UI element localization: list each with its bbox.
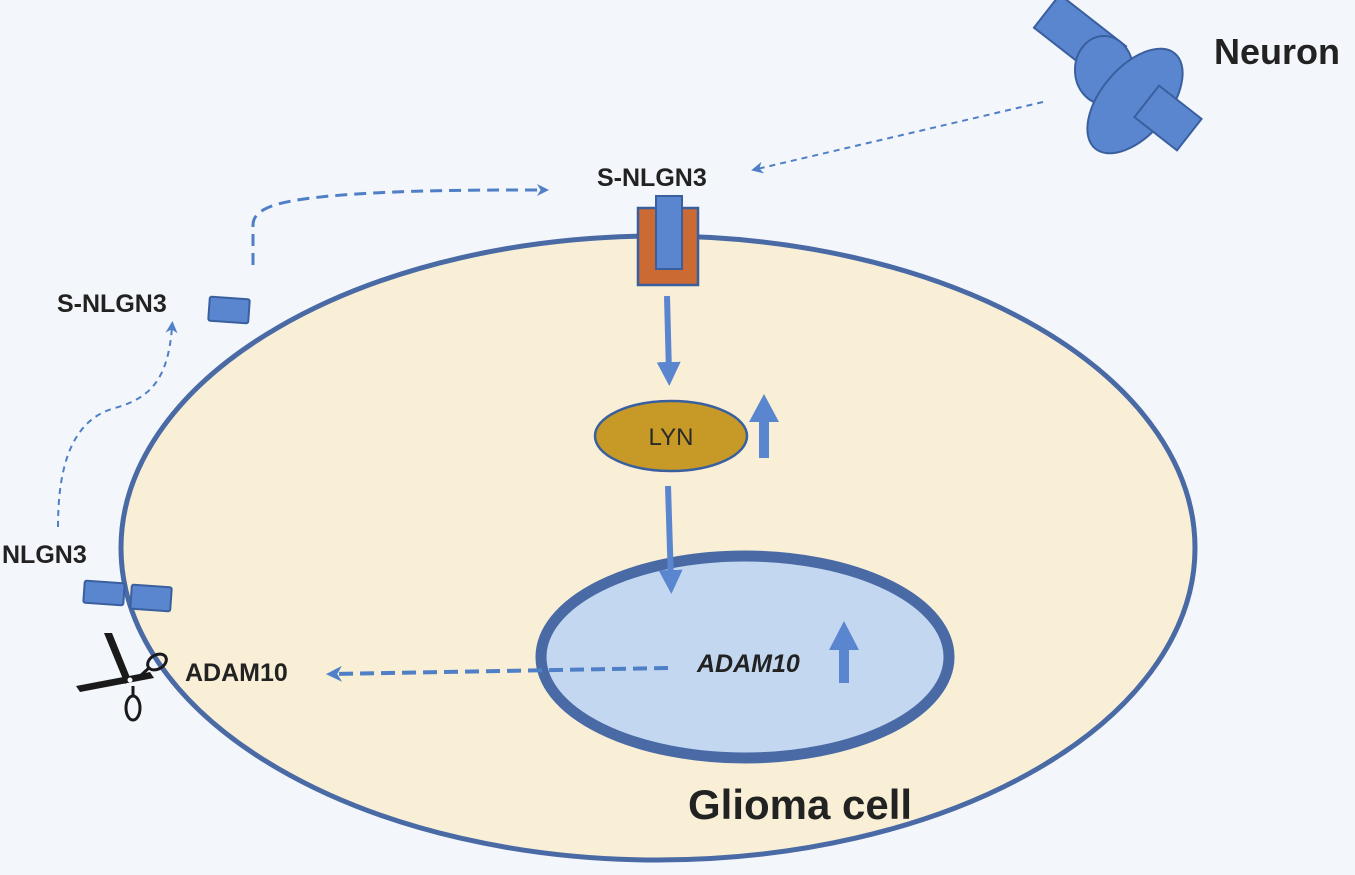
neuron-synapse-icon [1032, 0, 1203, 155]
adam10-translation-arrow [326, 665, 669, 682]
receptor-icon [636, 195, 700, 287]
s-nlgn3-receptor-label: S-NLGN3 [597, 164, 707, 192]
scissors-icon [76, 633, 168, 722]
nucleus [535, 550, 955, 764]
released-s-nlgn3-icon [207, 295, 251, 325]
lyn-to-nucleus-arrow [658, 485, 683, 594]
nlgn3-label: NLGN3 [2, 541, 87, 569]
lyn-label: LYN [649, 424, 694, 451]
snlgn3-feedback-arrow [251, 184, 549, 265]
adam10-protein-label: ADAM10 [185, 659, 288, 687]
nlgn3-protein-icon [82, 579, 173, 613]
glioma-cell-label: Glioma cell [688, 781, 912, 828]
lyn-upregulation-arrow-icon [749, 394, 779, 458]
s-nlgn3-released-label: S-NLGN3 [57, 290, 167, 318]
nlgn3-release-arrow [57, 321, 178, 528]
receptor-to-lyn-arrow [656, 295, 681, 386]
neuron-label: Neuron [1214, 31, 1340, 72]
glioma-cell-membrane [118, 233, 1198, 863]
lyn-node [593, 399, 749, 473]
adam10-gene-label: ADAM10 [696, 650, 800, 678]
adam10-upregulation-arrow-icon [829, 621, 859, 683]
neuron-to-snlgn3-arrow [751, 101, 1044, 174]
